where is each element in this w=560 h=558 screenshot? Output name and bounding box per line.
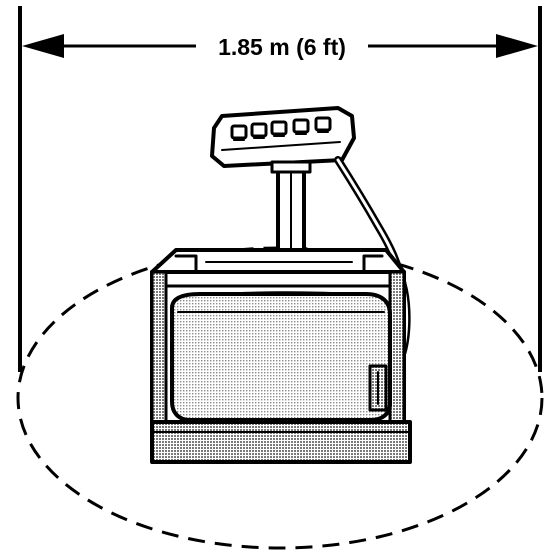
dimension-line xyxy=(22,34,538,58)
dimension-label: 1.85 m (6 ft) xyxy=(218,34,346,60)
support-post xyxy=(270,160,312,254)
cart-frame xyxy=(150,248,406,274)
machine xyxy=(150,106,412,464)
left-arrowhead xyxy=(22,34,64,58)
cart-base xyxy=(150,420,412,464)
right-arrowhead xyxy=(496,34,538,58)
control-box xyxy=(210,106,356,168)
monitor xyxy=(170,292,392,422)
